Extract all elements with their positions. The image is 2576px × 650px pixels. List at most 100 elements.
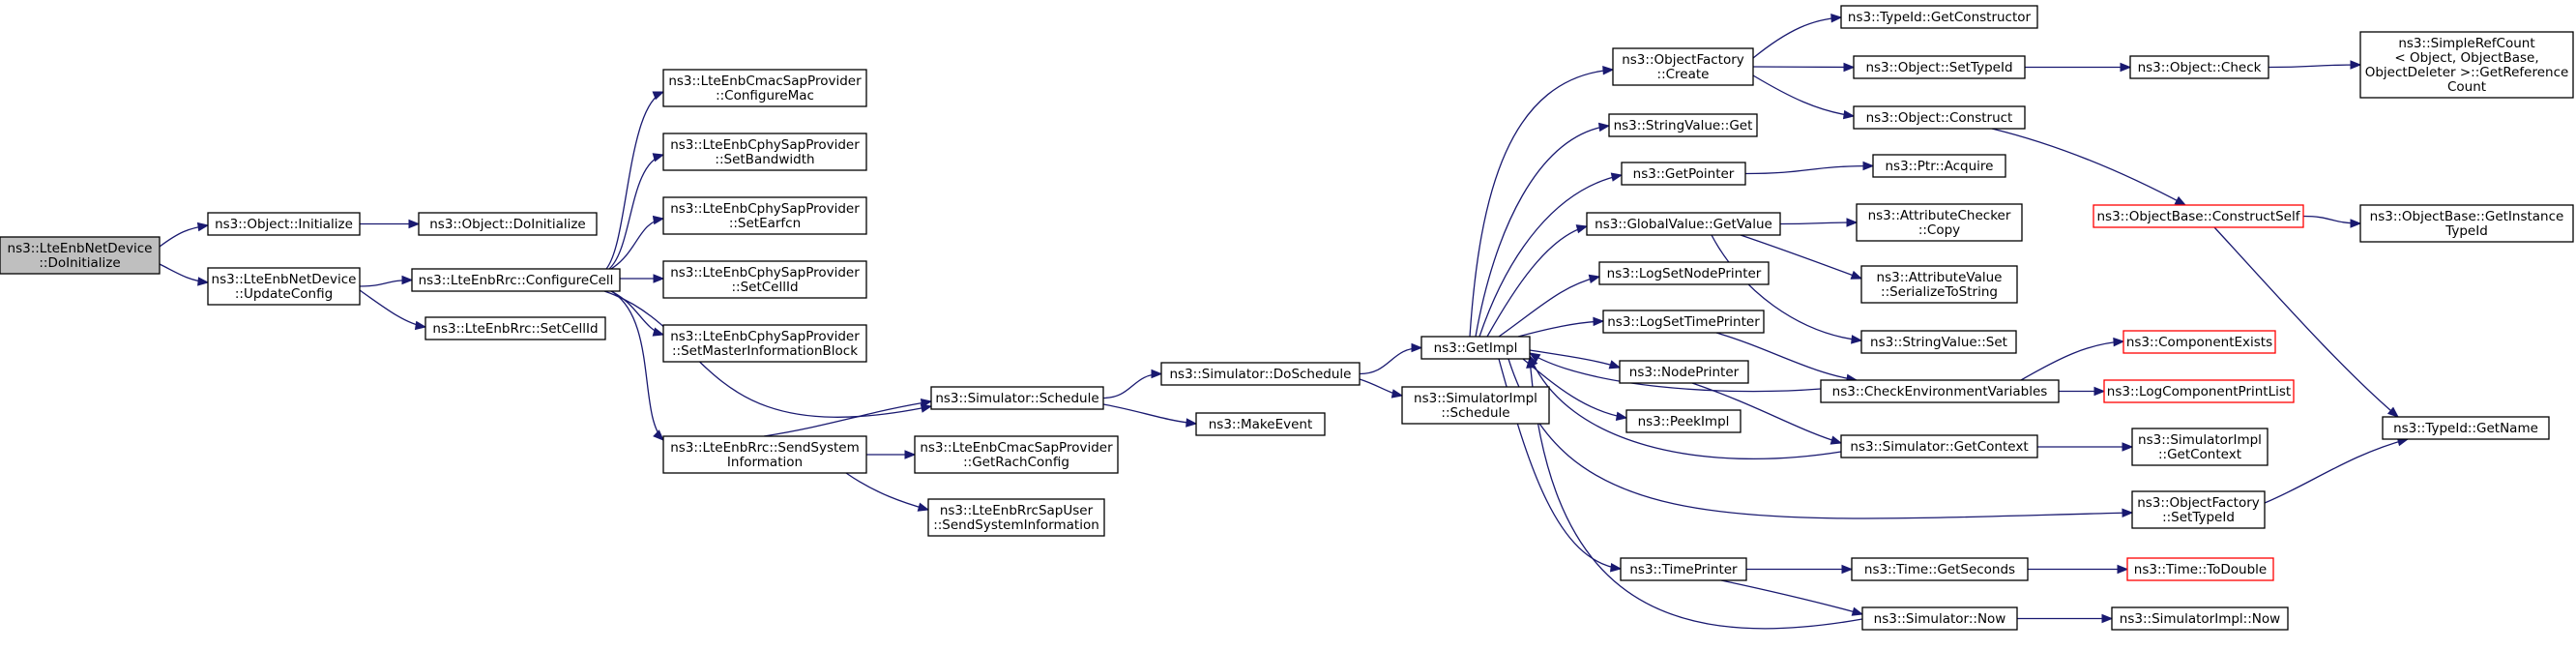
node-box[interactable]	[418, 212, 598, 236]
node-objcheck[interactable]: ns3::Object::Check	[2129, 55, 2269, 79]
node-box[interactable]	[2093, 204, 2304, 228]
node-getsec[interactable]: ns3::Time::GetSeconds	[1851, 557, 2029, 581]
node-simisched[interactable]: ns3::SimulatorImpl::Schedule	[1401, 386, 1550, 425]
node-box[interactable]	[1620, 557, 1747, 581]
node-sapuser[interactable]: ns3::LteEnbRrcSapUser::SendSystemInforma…	[927, 498, 1105, 537]
node-box[interactable]	[207, 267, 361, 306]
node-setbw[interactable]: ns3::LteEnbCphySapProvider::SetBandwidth	[662, 133, 867, 171]
node-peek[interactable]: ns3::PeekImpl	[1625, 409, 1742, 433]
node-box[interactable]	[1586, 212, 1781, 236]
node-setearfcn[interactable]: ns3::LteEnbCphySapProvider::SetEarfcn	[662, 196, 867, 235]
node-timeprn[interactable]: ns3::TimePrinter	[1620, 557, 1747, 581]
node-implnow[interactable]: ns3::SimulatorImpl::Now	[2111, 606, 2289, 631]
node-attrcopy[interactable]: ns3::AttributeChecker::Copy	[1856, 203, 2023, 242]
node-objdoinit[interactable]: ns3::Object::DoInitialize	[418, 212, 598, 236]
node-box[interactable]	[2103, 379, 2295, 403]
node-box[interactable]	[424, 316, 606, 340]
node-gvget[interactable]: ns3::GlobalValue::GetValue	[1586, 212, 1781, 236]
node-srcount[interactable]: ns3::SimpleRefCount< Object, ObjectBase,…	[2359, 31, 2574, 99]
node-box[interactable]	[662, 260, 867, 299]
node-setmib[interactable]: ns3::LteEnbCphySapProvider::SetMasterInf…	[662, 324, 867, 363]
node-box[interactable]	[662, 133, 867, 171]
node-box[interactable]	[1160, 362, 1361, 386]
node-logcomp[interactable]: ns3::LogComponentPrintList	[2103, 379, 2295, 403]
node-box[interactable]	[1840, 5, 2038, 29]
node-box[interactable]	[2126, 557, 2274, 581]
node-box[interactable]	[1856, 203, 2023, 242]
node-box[interactable]	[1608, 113, 1758, 137]
node-box[interactable]	[662, 324, 867, 363]
node-getname[interactable]: ns3::TypeId::GetName	[2382, 416, 2550, 440]
node-objcons[interactable]: ns3::Object::Construct	[1853, 105, 2026, 130]
node-sendsys[interactable]: ns3::LteEnbRrc::SendSystemInformation	[662, 435, 867, 474]
node-ofsettid[interactable]: ns3::ObjectFactory::SetTypeId	[2131, 490, 2266, 529]
node-compex[interactable]: ns3::ComponentExists	[2122, 330, 2276, 354]
node-implctx[interactable]: ns3::SimulatorImpl::GetContext	[2131, 428, 2269, 466]
node-box[interactable]	[930, 386, 1104, 410]
node-cfgmac[interactable]: ns3::LteEnbCmacSapProvider::ConfigureMac	[662, 69, 867, 107]
node-box[interactable]	[1853, 105, 2026, 130]
node-box[interactable]	[1872, 154, 2006, 178]
node-nodeprn[interactable]: ns3::NodePrinter	[1619, 360, 1749, 384]
node-box[interactable]	[1612, 47, 1754, 86]
node-box[interactable]	[662, 435, 867, 474]
node-schedule[interactable]: ns3::Simulator::Schedule	[930, 386, 1104, 410]
node-root[interactable]: ns3::LteEnbNetDevice::DoInitialize	[0, 236, 161, 275]
node-attrser[interactable]: ns3::AttributeValue::SerializeToString	[1860, 265, 2018, 304]
node-box[interactable]	[1860, 265, 2018, 304]
node-makeevt[interactable]: ns3::MakeEvent	[1195, 412, 1326, 436]
node-box[interactable]	[1840, 434, 2038, 458]
node-box[interactable]	[207, 212, 361, 236]
node-box[interactable]	[1820, 379, 2060, 403]
node-getctx[interactable]: ns3::Simulator::GetContext	[1840, 434, 2038, 458]
node-box[interactable]	[662, 69, 867, 107]
node-todouble[interactable]: ns3::Time::ToDouble	[2126, 557, 2274, 581]
node-simnow[interactable]: ns3::Simulator::Now	[1861, 606, 2018, 631]
node-cfgcell[interactable]: ns3::LteEnbRrc::ConfigureCell	[411, 268, 621, 292]
node-strset[interactable]: ns3::StringValue::Set	[1860, 330, 2017, 354]
node-box[interactable]	[2382, 416, 2550, 440]
node-box[interactable]	[1861, 606, 2018, 631]
node-box[interactable]	[1401, 386, 1550, 425]
node-box[interactable]	[1598, 261, 1770, 285]
node-box[interactable]	[1420, 336, 1531, 360]
node-phycellid[interactable]: ns3::LteEnbCphySapProvider::SetCellId	[662, 260, 867, 299]
node-ptracq[interactable]: ns3::Ptr::Acquire	[1872, 154, 2006, 178]
node-getptr[interactable]: ns3::GetPointer	[1621, 162, 1746, 186]
node-rach[interactable]: ns3::LteEnbCmacSapProvider::GetRachConfi…	[914, 435, 1119, 474]
node-conself[interactable]: ns3::ObjectBase::ConstructSelf	[2093, 204, 2304, 228]
node-box[interactable]	[1195, 412, 1326, 436]
node-getimpl[interactable]: ns3::GetImpl	[1420, 336, 1531, 360]
node-box[interactable]	[2359, 31, 2574, 99]
node-logtime[interactable]: ns3::LogSetTimePrinter	[1602, 310, 1765, 334]
node-box[interactable]	[1602, 310, 1765, 334]
node-objfcreate[interactable]: ns3::ObjectFactory::Create	[1612, 47, 1754, 86]
node-box[interactable]	[2359, 204, 2574, 243]
node-setcellid[interactable]: ns3::LteEnbRrc::SetCellId	[424, 316, 606, 340]
node-box[interactable]	[662, 196, 867, 235]
node-box[interactable]	[2111, 606, 2289, 631]
node-settypeid[interactable]: ns3::Object::SetTypeId	[1853, 55, 2026, 79]
node-box[interactable]	[914, 435, 1119, 474]
node-box[interactable]	[1851, 557, 2029, 581]
node-box[interactable]	[2129, 55, 2269, 79]
node-box[interactable]	[1853, 55, 2026, 79]
node-box[interactable]	[411, 268, 621, 292]
node-box[interactable]	[1860, 330, 2017, 354]
node-strget[interactable]: ns3::StringValue::Get	[1608, 113, 1758, 137]
node-typeidgc[interactable]: ns3::TypeId::GetConstructor	[1840, 5, 2038, 29]
node-box[interactable]	[0, 236, 161, 275]
node-box[interactable]	[1621, 162, 1746, 186]
node-objinit[interactable]: ns3::Object::Initialize	[207, 212, 361, 236]
node-checkenv[interactable]: ns3::CheckEnvironmentVariables	[1820, 379, 2060, 403]
node-box[interactable]	[927, 498, 1105, 537]
node-updcfg[interactable]: ns3::LteEnbNetDevice::UpdateConfig	[207, 267, 361, 306]
node-box[interactable]	[1625, 409, 1742, 433]
node-box[interactable]	[2131, 428, 2269, 466]
node-box[interactable]	[2131, 490, 2266, 529]
node-box[interactable]	[1619, 360, 1749, 384]
node-box[interactable]	[2122, 330, 2276, 354]
node-dosched[interactable]: ns3::Simulator::DoSchedule	[1160, 362, 1361, 386]
node-lognode[interactable]: ns3::LogSetNodePrinter	[1598, 261, 1770, 285]
